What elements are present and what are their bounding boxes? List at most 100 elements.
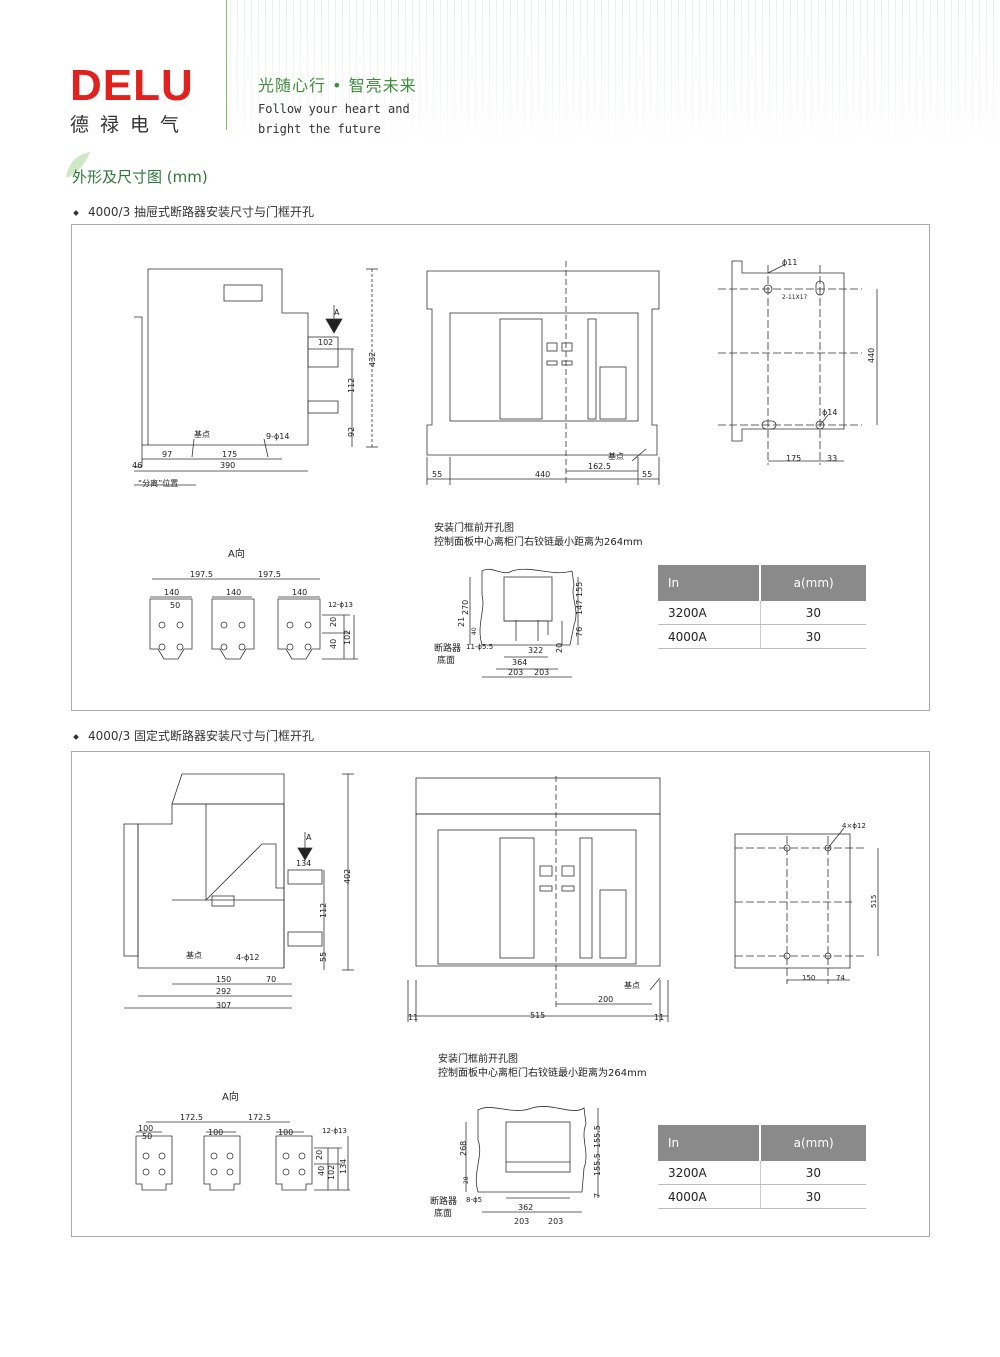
fixed-aview-d50: 50 xyxy=(142,1132,152,1141)
drawout-aview-hole: 12-ϕ13 xyxy=(328,601,353,609)
brand-name: DELU xyxy=(70,61,194,110)
drawout-a-table: In a(mm) 3200A 30 4000A 30 xyxy=(658,565,866,649)
drawout-drawings: 102 432 112 92 97 175 390 46 9-ϕ14 基点 A … xyxy=(132,258,878,678)
drawout-front-d162: 162.5 xyxy=(588,462,611,471)
fixed-aview-d172a: 172.5 xyxy=(180,1113,203,1122)
fixed-door-d155a: 155.5 xyxy=(593,1125,602,1148)
fixed-door-d203a: 203 xyxy=(514,1217,529,1226)
drawout-door-d270: 270 xyxy=(461,600,470,615)
fixed-door-d203b: 203 xyxy=(548,1217,563,1226)
drawout-door-d322: 322 xyxy=(528,646,543,655)
table-row: 4000A 30 xyxy=(658,624,866,649)
fixed-front-view: 11 515 11 200 基点 xyxy=(407,776,669,1022)
fixed-side-arrow: A xyxy=(306,833,312,842)
drawout-mount-h14: ϕ14 xyxy=(822,408,837,417)
drawout-aview-d140c: 140 xyxy=(292,588,307,597)
table-header-in: In xyxy=(658,1125,761,1161)
drawout-aview-d197b: 197.5 xyxy=(258,570,281,579)
drawout-door-hole: 11-ϕ5.5 xyxy=(466,643,493,651)
header-stripes xyxy=(230,0,1000,150)
fixed-aview-hole: 12-ϕ13 xyxy=(322,1127,347,1135)
table-cell: 30 xyxy=(759,601,866,625)
drawout-mount-d440: 440 xyxy=(867,348,876,363)
fixed-door-d7: 7 xyxy=(593,1193,602,1198)
drawout-figure-box: 102 432 112 92 97 175 390 46 9-ϕ14 基点 A … xyxy=(71,224,930,711)
brand-cn: 德禄电气 xyxy=(70,114,191,136)
fixed-aview-d100b: 100 xyxy=(208,1128,223,1137)
fixed-door-title1: 安装门框前开孔图 xyxy=(438,1052,518,1065)
fixed-subtitle: 4000/3 固定式断路器安装尺寸与门框开孔 xyxy=(73,727,315,744)
drawout-side-arrow: A xyxy=(334,308,340,317)
fixed-side-d134: 134 xyxy=(296,859,311,868)
fixed-mount-d150: 150 xyxy=(802,974,815,982)
drawout-subtitle: 4000/3 抽屉式断路器安装尺寸与门框开孔 xyxy=(73,203,314,220)
logo: DELU 德禄电气 xyxy=(70,61,194,137)
drawout-side-d390: 390 xyxy=(220,461,235,470)
drawout-door-d155: 155 xyxy=(575,582,584,597)
drawout-door-d20: 20 xyxy=(555,643,564,653)
fixed-mount-hole: 4×ϕ12 xyxy=(842,822,866,830)
fixed-a-view: A向 172.5 172.5 100 100 100 50 12-ϕ13 20 … xyxy=(135,1090,350,1191)
table-row: 3200A 30 xyxy=(658,601,866,625)
fixed-aview-d172b: 172.5 xyxy=(248,1113,271,1122)
drawout-mount-view: ϕ11 2-11X17 ϕ14 440 175 33 xyxy=(718,258,878,465)
table-row: 4000A 30 xyxy=(658,1184,866,1209)
drawout-side-d432: 432 xyxy=(368,352,377,367)
drawout-aview-d102: 102 xyxy=(343,630,352,645)
drawout-side-view: 102 432 112 92 97 175 390 46 9-ϕ14 基点 A … xyxy=(132,268,378,488)
drawout-side-d175: 175 xyxy=(222,450,237,459)
fixed-side-d307: 307 xyxy=(216,1001,231,1010)
table-cell: 30 xyxy=(759,1161,866,1185)
drawout-front-d55a: 55 xyxy=(432,470,442,479)
fixed-front-ref: 基点 xyxy=(624,980,640,990)
table-cell: 30 xyxy=(759,624,866,649)
fixed-aview-d134: 134 xyxy=(339,1159,348,1174)
drawout-door-title2: 控制面板中心离柜门右铰链最小距离为264mm xyxy=(434,535,643,548)
table-header-row: In a(mm) xyxy=(658,1125,866,1161)
drawout-front-d55b: 55 xyxy=(642,470,652,479)
drawout-door-d203a: 203 xyxy=(508,668,523,677)
fixed-side-d70: 70 xyxy=(266,975,276,984)
fixed-door-title2: 控制面板中心离柜门右铰链最小距离为264mm xyxy=(438,1066,647,1079)
fixed-aview-d100c: 100 xyxy=(278,1128,293,1137)
fixed-aview-d100a: 100 xyxy=(138,1124,153,1133)
fixed-drawings: 134 402 112 55 150 70 292 307 4-ϕ12 基点 A… xyxy=(123,773,879,1226)
fixed-side-ref: 基点 xyxy=(186,950,202,960)
drawout-side-d97: 97 xyxy=(162,450,172,459)
section-title: 外形及尺寸图 (mm) xyxy=(72,168,208,186)
drawout-door-base2: 底面 xyxy=(437,654,455,666)
slogan-en-1: Follow your heart and xyxy=(258,102,410,116)
fixed-front-d11b: 11 xyxy=(654,1013,664,1022)
drawout-front-d440: 440 xyxy=(535,470,550,479)
drawout-side-pos: “分离”位置 xyxy=(138,478,178,488)
fixed-door-cutout: 安装门框前开孔图 控制面板中心离柜门右铰链最小距离为264mm 268 28 1… xyxy=(430,1052,647,1226)
slogan-en-2: bright the future xyxy=(258,122,381,136)
drawout-aview-d197a: 197.5 xyxy=(190,570,213,579)
fixed-door-base2: 底面 xyxy=(434,1207,452,1219)
fixed-front-d11a: 11 xyxy=(408,1013,418,1022)
fixed-aview-d40: 40 xyxy=(317,1166,326,1176)
drawout-side-d112: 112 xyxy=(347,378,356,393)
fixed-side-d402: 402 xyxy=(343,869,352,884)
fixed-subtitle-text: 4000/3 固定式断路器安装尺寸与门框开孔 xyxy=(88,729,315,743)
drawout-side-d46: 46 xyxy=(132,461,142,470)
drawout-door-title1: 安装门框前开孔图 xyxy=(434,521,514,534)
table-header-in: In xyxy=(658,565,761,601)
table-cell: 3200A xyxy=(658,601,761,625)
drawout-door-d147: 147 xyxy=(575,600,584,615)
drawout-mount-d33: 33 xyxy=(827,454,837,463)
table-header-a: a(mm) xyxy=(759,1125,866,1161)
fixed-door-d362: 362 xyxy=(518,1203,533,1212)
slogan-cn: 光随心行 • 智亮未来 xyxy=(258,76,417,95)
drawout-door-d364: 364 xyxy=(512,658,527,667)
drawout-mount-h11: ϕ11 xyxy=(782,258,797,267)
table-row: 3200A 30 xyxy=(658,1161,866,1185)
fixed-door-d28: 28 xyxy=(463,1176,470,1184)
slogan: 光随心行 • 智亮未来 Follow your heart and bright… xyxy=(258,72,417,136)
drawout-door-cutout: 安装门框前开孔图 控制面板中心离柜门右铰链最小距离为264mm 270 21 4… xyxy=(434,521,643,678)
drawout-door-d40: 40 xyxy=(471,627,478,635)
drawout-mount-d175: 175 xyxy=(786,454,801,463)
drawout-door-d21: 21 xyxy=(457,617,466,627)
drawout-door-d76: 76 xyxy=(575,627,584,637)
drawout-side-ref: 基点 xyxy=(194,429,210,439)
